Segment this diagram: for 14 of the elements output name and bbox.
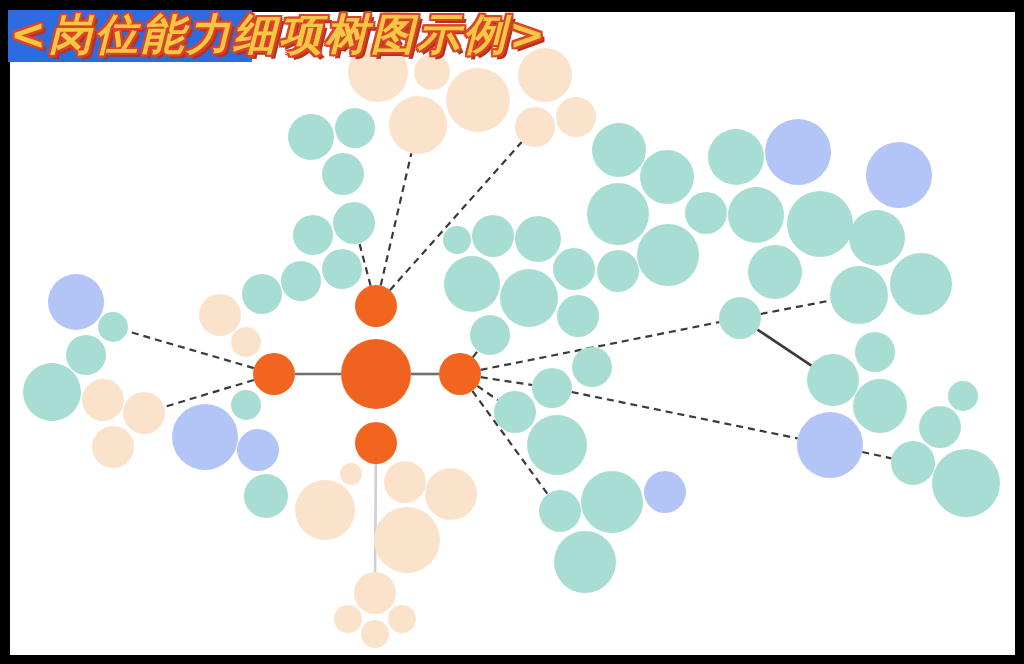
connector [471, 390, 549, 495]
connector [358, 243, 372, 286]
connector [379, 152, 413, 286]
connector [471, 350, 479, 359]
connector [389, 141, 523, 292]
connector [756, 328, 813, 367]
connector [295, 372, 341, 376]
connector [571, 390, 798, 440]
connector [480, 376, 533, 387]
connector [373, 464, 378, 572]
connector [862, 450, 892, 460]
connector [476, 385, 499, 401]
connector [480, 321, 720, 371]
connector [411, 372, 439, 376]
